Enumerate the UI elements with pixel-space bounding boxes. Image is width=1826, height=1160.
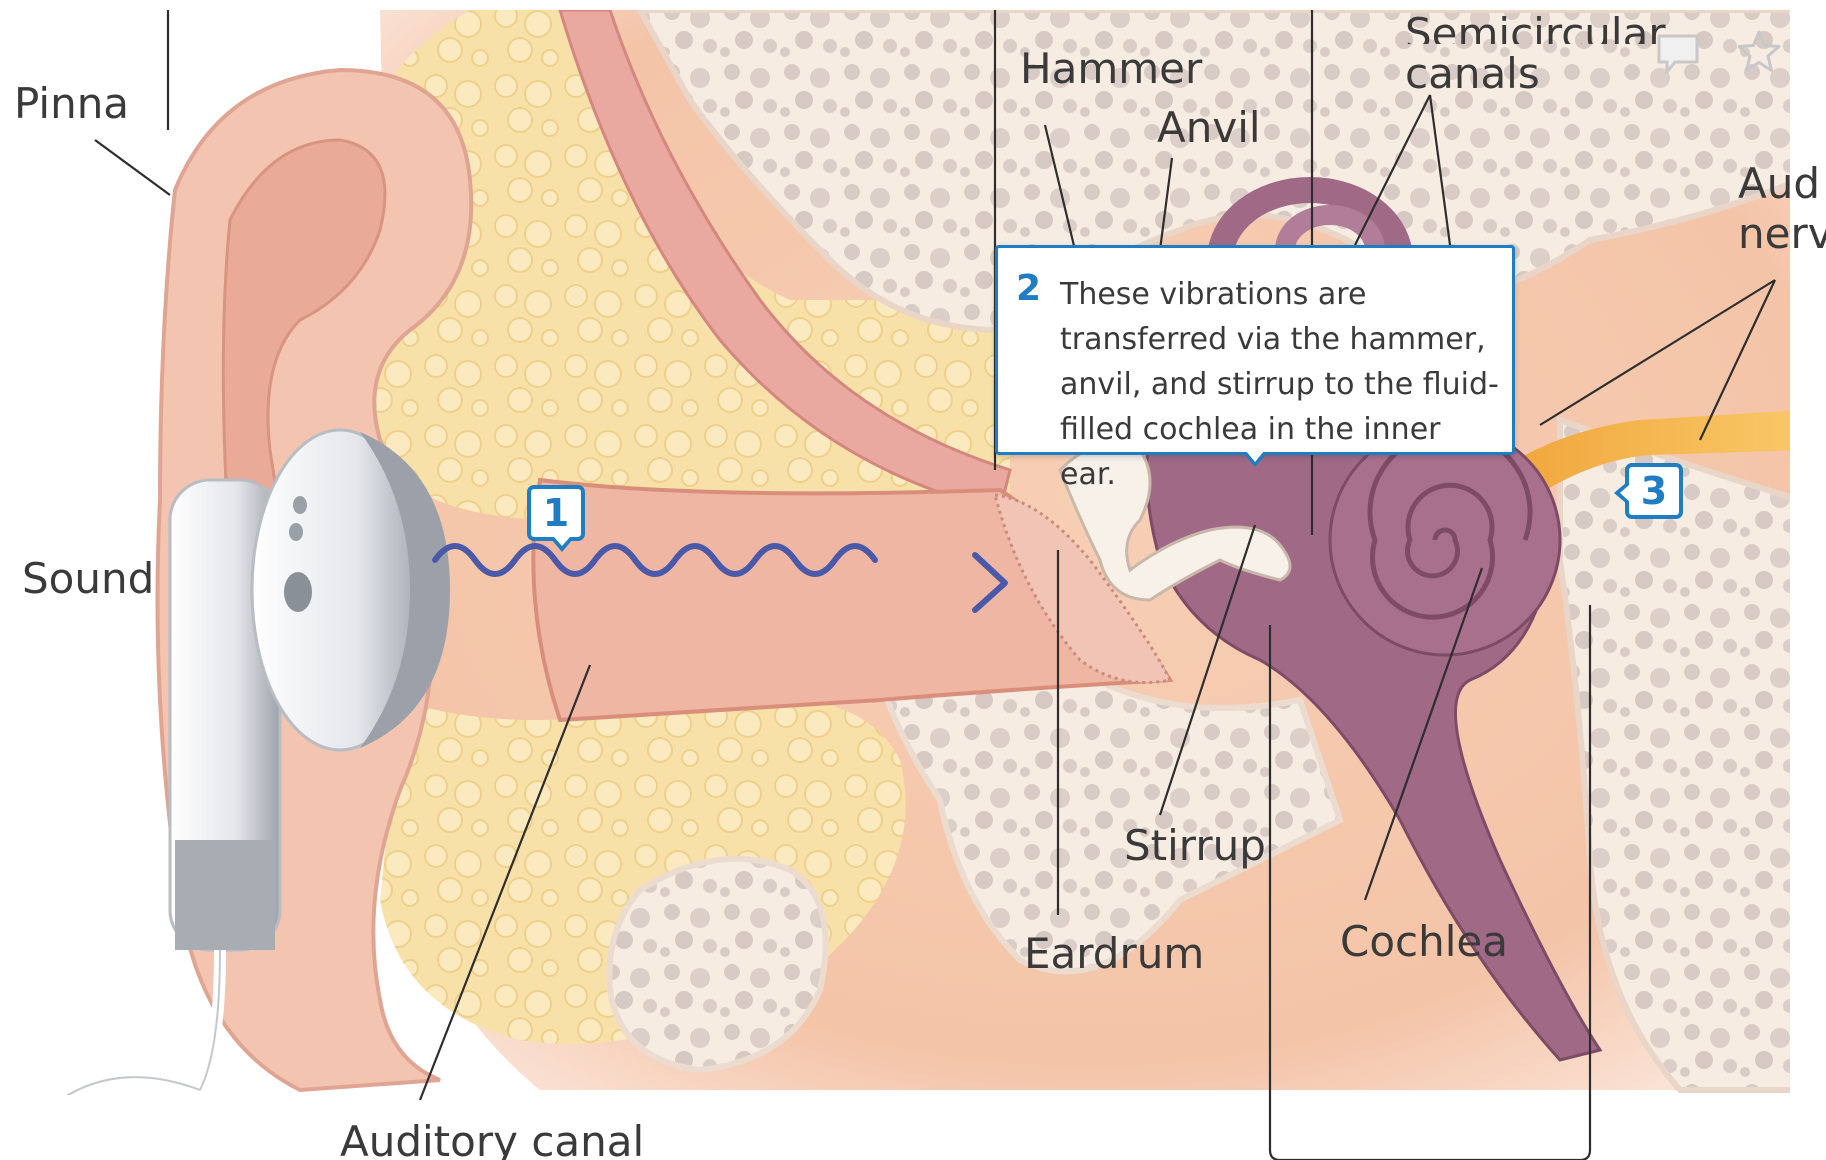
earbud-stem-band [175, 840, 275, 950]
bottom-margin [0, 1095, 1826, 1160]
label-canals: canals [1405, 50, 1540, 97]
comment-icon[interactable] [1655, 30, 1701, 76]
label-anvil: Anvil [1157, 104, 1261, 151]
step-1-marker[interactable]: 1 [527, 485, 585, 541]
callout-text: These vibrations are transferred via the… [1060, 272, 1500, 497]
callout-step-number: 2 [1016, 268, 1041, 309]
star-icon[interactable] [1735, 28, 1783, 76]
label-sound: Sound [22, 555, 154, 602]
label-pinna: Pinna [14, 80, 129, 127]
label-semicircular: Semicircular [1405, 10, 1666, 44]
step-2-callout[interactable]: 2 These vibrations are transferred via t… [995, 245, 1515, 455]
label-cochlea: Cochlea [1340, 918, 1508, 965]
earbud-hole-2 [289, 523, 303, 541]
earbud-hole-1 [293, 496, 307, 514]
step-3-marker[interactable]: 3 [1625, 463, 1683, 519]
label-hammer: Hammer [1020, 45, 1202, 92]
label-stirrup: Stirrup [1124, 822, 1266, 869]
label-auditory-nerve-line1: Aud [1738, 160, 1820, 207]
label-auditory-canal: Auditory canal [340, 1118, 644, 1160]
earbud-hole-3 [284, 572, 312, 612]
label-eardrum: Eardrum [1024, 930, 1204, 977]
label-auditory-nerve-line2: nerv [1738, 210, 1826, 257]
top-margin [0, 0, 1826, 10]
